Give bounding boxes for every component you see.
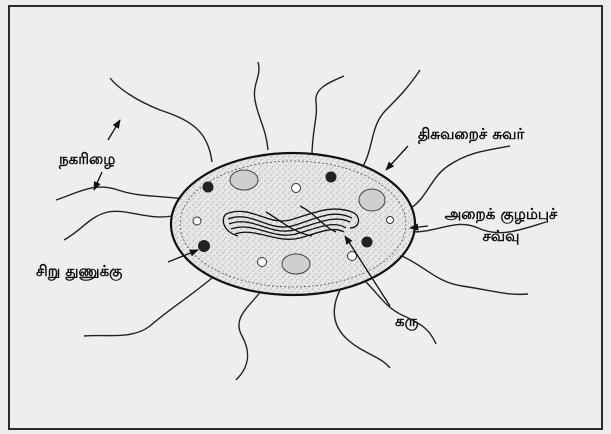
label-plasma-membrane-line1: அறைக் குழம்புச் xyxy=(430,205,572,223)
label-ribosome: சிறு துணுக்கு xyxy=(36,262,122,280)
ribosome-dot-4 xyxy=(362,237,373,248)
vacuole-1 xyxy=(292,184,301,193)
flagellum-bottom-2 xyxy=(236,290,262,380)
granule-1 xyxy=(230,170,258,190)
vacuole-5 xyxy=(387,217,394,224)
flagellum-left-2 xyxy=(64,211,176,240)
flagellum-top-1 xyxy=(254,62,268,150)
flagellum-top-3 xyxy=(362,70,420,168)
flagellum-top-2 xyxy=(312,76,344,156)
flagellum-top-left xyxy=(110,78,212,162)
flagellum-right-3 xyxy=(400,255,528,294)
label-cell-wall: திசுவறைச் சுவர் xyxy=(418,125,524,143)
flagellum-left-1 xyxy=(56,187,190,200)
ribosome-dot-1 xyxy=(203,182,214,193)
flagellum-right-1 xyxy=(408,146,510,210)
granule-3 xyxy=(282,254,310,274)
ribosome-dot-2 xyxy=(326,172,337,183)
ribosome-dot-3 xyxy=(198,240,210,252)
arrow-cell-wall xyxy=(386,146,408,170)
vacuole-2 xyxy=(193,217,201,225)
label-plasma-membrane: அறைக் குழம்புச் சவ்வு xyxy=(430,205,572,245)
vacuole-3 xyxy=(258,258,267,267)
granule-2 xyxy=(359,189,385,211)
label-flagella: நகரிழை xyxy=(59,150,115,168)
flagellum-bottom-1 xyxy=(84,278,212,336)
label-plasma-membrane-line2: சவ்வு xyxy=(430,227,572,245)
label-nucleus: கரு xyxy=(395,312,419,330)
arrow-flagella-up xyxy=(108,120,120,140)
